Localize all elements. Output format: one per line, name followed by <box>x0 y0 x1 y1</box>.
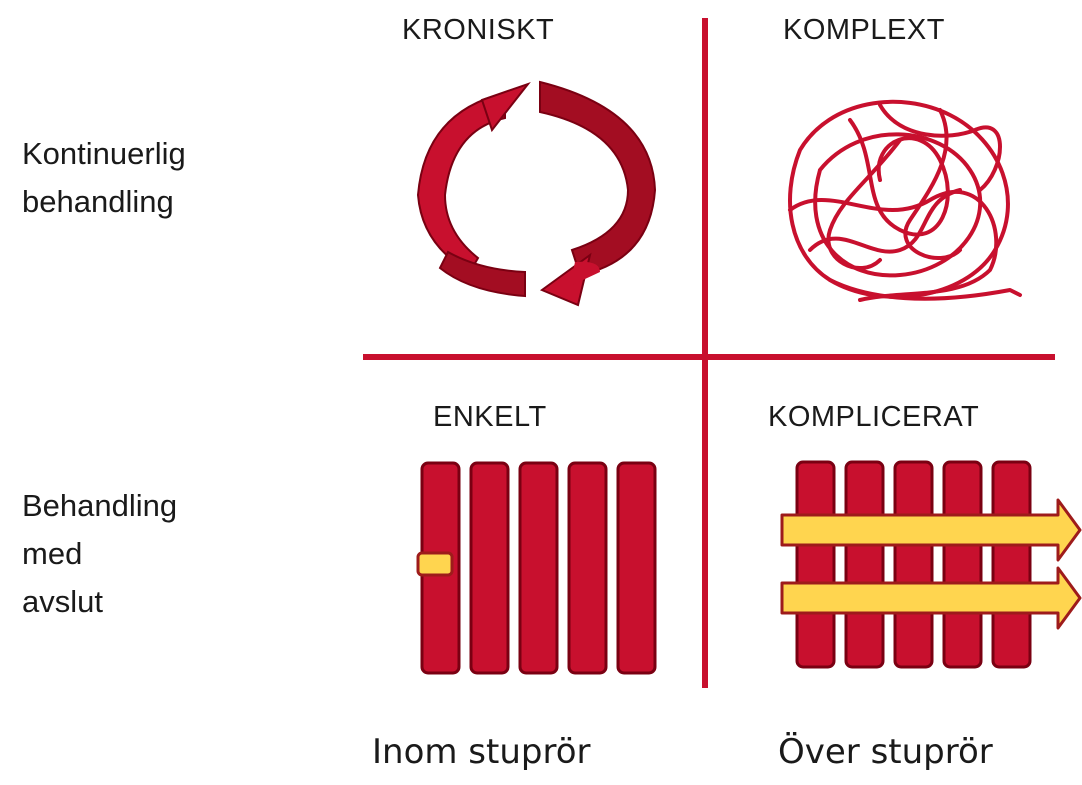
row-label-bottom-line3: avslut <box>22 584 103 619</box>
pipe-3 <box>518 461 559 675</box>
quadrant-title-kroniskt: KRONISKT <box>402 14 555 46</box>
row-label-top-line2: behandling <box>22 184 174 219</box>
pipe-5 <box>616 461 657 675</box>
crossing-arrow-1 <box>780 498 1082 562</box>
pipe-8 <box>893 460 934 669</box>
small-yellow-block <box>416 551 454 577</box>
row-label-top-line1: Kontinuerlig <box>22 136 186 171</box>
row-label-top: Kontinuerlig behandling <box>22 130 186 226</box>
column-label-left: Inom stuprör <box>372 732 591 772</box>
tangled-scribble-icon <box>788 99 1022 302</box>
crossing-arrow-2 <box>780 566 1082 630</box>
pipe-9 <box>942 460 983 669</box>
quadrant-title-enkelt: ENKELT <box>433 401 547 433</box>
row-label-bottom: Behandling med avslut <box>22 482 177 626</box>
cycle-arrows-icon <box>416 80 657 307</box>
silo-pipes-with-arrows-icon <box>780 460 1082 669</box>
pipe-10 <box>991 460 1032 669</box>
pipe-7 <box>844 460 885 669</box>
row-label-bottom-line1: Behandling <box>22 488 178 523</box>
quadrant-title-komplext: KOMPLEXT <box>783 14 945 46</box>
pipe-4 <box>567 461 608 675</box>
pipe-6 <box>795 460 836 669</box>
pipe-2 <box>469 461 510 675</box>
row-label-bottom-line2: med <box>22 536 83 571</box>
quadrant-title-komplicerat: KOMPLICERAT <box>768 401 980 433</box>
silo-pipes-icon <box>416 461 657 675</box>
column-label-right: Över stuprör <box>778 732 993 772</box>
